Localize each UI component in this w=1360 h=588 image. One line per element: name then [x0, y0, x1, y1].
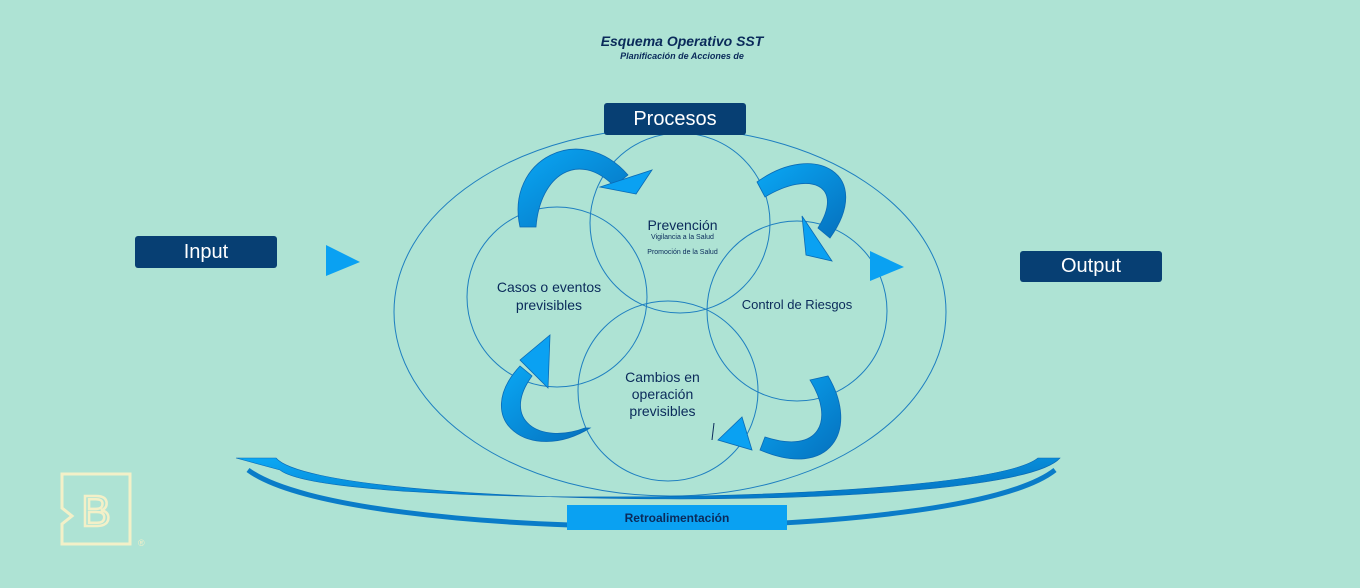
- diagram-title: Esquema Operativo SST: [600, 33, 764, 49]
- cycle-arrow-icon: [717, 375, 842, 460]
- cambios-label: Cambios en operación previsibles: [625, 369, 700, 419]
- casos-label: Casos o eventos previsibles: [496, 279, 602, 313]
- logo-letter: B: [81, 487, 110, 536]
- feedback-box: Retroalimentación: [567, 505, 787, 530]
- cycle-arrow-icon: [500, 334, 592, 442]
- circle-control: [706, 220, 888, 402]
- header: Esquema Operativo SST Planificación de A…: [0, 33, 1360, 61]
- brand-logo: B ®: [60, 472, 145, 548]
- diagram-subtitle: Planificación de Acciones de: [620, 51, 744, 61]
- cycle-arrow-icon: [756, 163, 847, 262]
- prevencion-label: Prevención Vigilancia a la Salud Promoci…: [615, 217, 750, 257]
- circle-cambios: [577, 300, 759, 482]
- prevencion-line-2: Promoción de la Salud: [647, 249, 718, 256]
- output-arrow-icon: [870, 251, 904, 281]
- input-box: Input: [135, 236, 277, 268]
- prevencion-title: Prevención: [647, 217, 718, 233]
- logo-registered-mark: ®: [138, 538, 145, 548]
- prevencion-line-1: Vigilancia a la Salud: [651, 234, 714, 241]
- circle-casos: [466, 206, 648, 388]
- procesos-box: Procesos: [604, 103, 746, 135]
- cycle-arrow-icon: [517, 148, 653, 228]
- output-box: Output: [1020, 251, 1162, 282]
- control-label: Control de Riesgos: [741, 297, 853, 312]
- input-arrow-icon: [326, 245, 360, 276]
